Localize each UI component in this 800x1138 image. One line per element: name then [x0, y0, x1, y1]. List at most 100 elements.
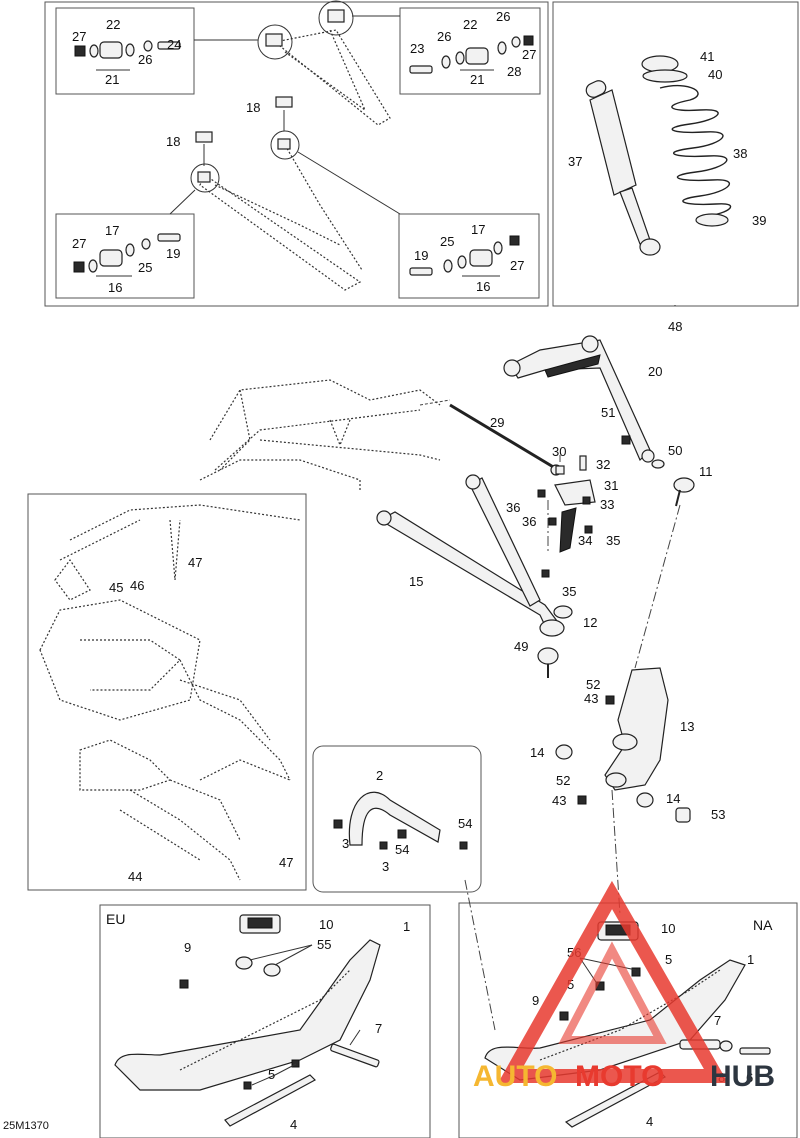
watermark-text-auto: AUTO	[473, 1060, 557, 1093]
diagram-code: 25M1370	[3, 1120, 49, 1132]
callout: 1	[747, 952, 754, 967]
callout: 44	[128, 869, 142, 884]
callout: 40	[708, 67, 722, 82]
region-label-eu: EU	[106, 911, 125, 927]
callout: 16	[108, 280, 122, 295]
callout: 36	[506, 500, 520, 515]
callout: 18	[246, 100, 260, 115]
region-label-na: NA	[753, 917, 773, 933]
watermark-logo: AUTO MOTO HUB	[473, 880, 775, 1093]
ball-joint	[537, 647, 559, 678]
upper-a-arm-part	[503, 335, 655, 463]
lower-a-arm-outline	[190, 96, 363, 291]
assembly-line	[634, 504, 681, 669]
bushing-subbox-upper-left	[55, 7, 195, 95]
lower-a-arm-part	[376, 474, 565, 637]
chassis-detail-box	[27, 493, 307, 891]
upper-a-arm-outline	[257, 0, 391, 126]
callout: 26	[496, 9, 510, 24]
callout: 20	[648, 364, 662, 379]
ski-eu-box	[99, 904, 431, 1138]
callout: 53	[711, 807, 725, 822]
callout: 14	[530, 745, 544, 760]
watermark-text-hub: HUB	[710, 1060, 775, 1093]
callout: 34	[578, 533, 592, 548]
eu-leader-lines	[249, 944, 361, 1086]
callout: 43	[584, 691, 598, 706]
callout: 3	[342, 836, 349, 851]
callout: 16	[476, 279, 490, 294]
callout: 22	[106, 17, 120, 32]
callout: 5	[665, 952, 672, 967]
callout: 52	[556, 773, 570, 788]
callout: 26	[437, 29, 451, 44]
tie-rod-end	[673, 477, 695, 507]
bushing-subbox-lower-right	[398, 213, 540, 299]
chassis-frame-outline	[199, 379, 441, 490]
callout: 17	[471, 222, 485, 237]
callout: 18	[166, 134, 180, 149]
assembly-line	[464, 879, 496, 1031]
callout: 11	[699, 464, 713, 479]
handle-detail-box	[312, 745, 482, 893]
callout: 35	[606, 533, 620, 548]
callout: 10	[319, 917, 333, 932]
callout: 33	[600, 497, 614, 512]
callout: 24	[167, 37, 181, 52]
chassis-detail-outline	[39, 504, 301, 881]
callout: 27	[72, 236, 86, 251]
shock-absorber	[585, 80, 661, 256]
callout: 35	[562, 584, 576, 599]
callout: 21	[470, 72, 484, 87]
callout: 6	[746, 1070, 753, 1085]
callout: 7	[714, 1013, 721, 1028]
callout: 12	[583, 615, 597, 630]
callout: 28	[507, 64, 521, 79]
callout: 55	[317, 937, 331, 952]
callout: 5	[268, 1067, 275, 1082]
callout: 17	[105, 223, 119, 238]
shock-spring	[641, 55, 732, 227]
callout: 54	[458, 816, 472, 831]
callout: 45	[109, 580, 123, 595]
callout: 13	[680, 719, 694, 734]
callout: 19	[166, 246, 180, 261]
callout: 50	[668, 443, 682, 458]
ski-na-part	[484, 921, 771, 1128]
fasteners	[537, 435, 691, 823]
callout: 39	[752, 213, 766, 228]
callout: 38	[733, 146, 747, 161]
bushing-kit-upper-left	[74, 40, 181, 71]
callout: 46	[130, 578, 144, 593]
callout: 26	[138, 52, 152, 67]
callout: 22	[463, 17, 477, 32]
callout: 49	[514, 639, 528, 654]
callout: 47	[188, 555, 202, 570]
callout: 43	[552, 793, 566, 808]
callout: 4	[646, 1114, 653, 1129]
bushing-subbox-lower-left	[55, 213, 195, 299]
callout: 9	[184, 940, 191, 955]
callout: 32	[596, 457, 610, 472]
callout: 25	[138, 260, 152, 275]
watermark-text-moto: MOTO	[575, 1060, 664, 1093]
bushing-kit-lower-right	[409, 235, 520, 277]
callout: 41	[700, 49, 714, 64]
callout: 27	[72, 29, 86, 44]
bushing-subbox-upper-right	[399, 7, 541, 95]
callout: 30	[552, 444, 566, 459]
sway-bar-link	[449, 403, 562, 476]
callout: 36	[522, 514, 536, 529]
callout: 27	[510, 258, 524, 273]
callout: 51	[601, 405, 615, 420]
callout: 27	[522, 47, 536, 62]
leader-line	[169, 189, 196, 215]
callout: 29	[490, 415, 504, 430]
bushing-kit-upper-right	[409, 35, 534, 74]
callout: 10	[661, 921, 675, 936]
callout: 7	[375, 1021, 382, 1036]
leader-line	[297, 151, 401, 215]
handle-part	[333, 791, 468, 850]
callout: 3	[382, 859, 389, 874]
callout: 14	[666, 791, 680, 806]
